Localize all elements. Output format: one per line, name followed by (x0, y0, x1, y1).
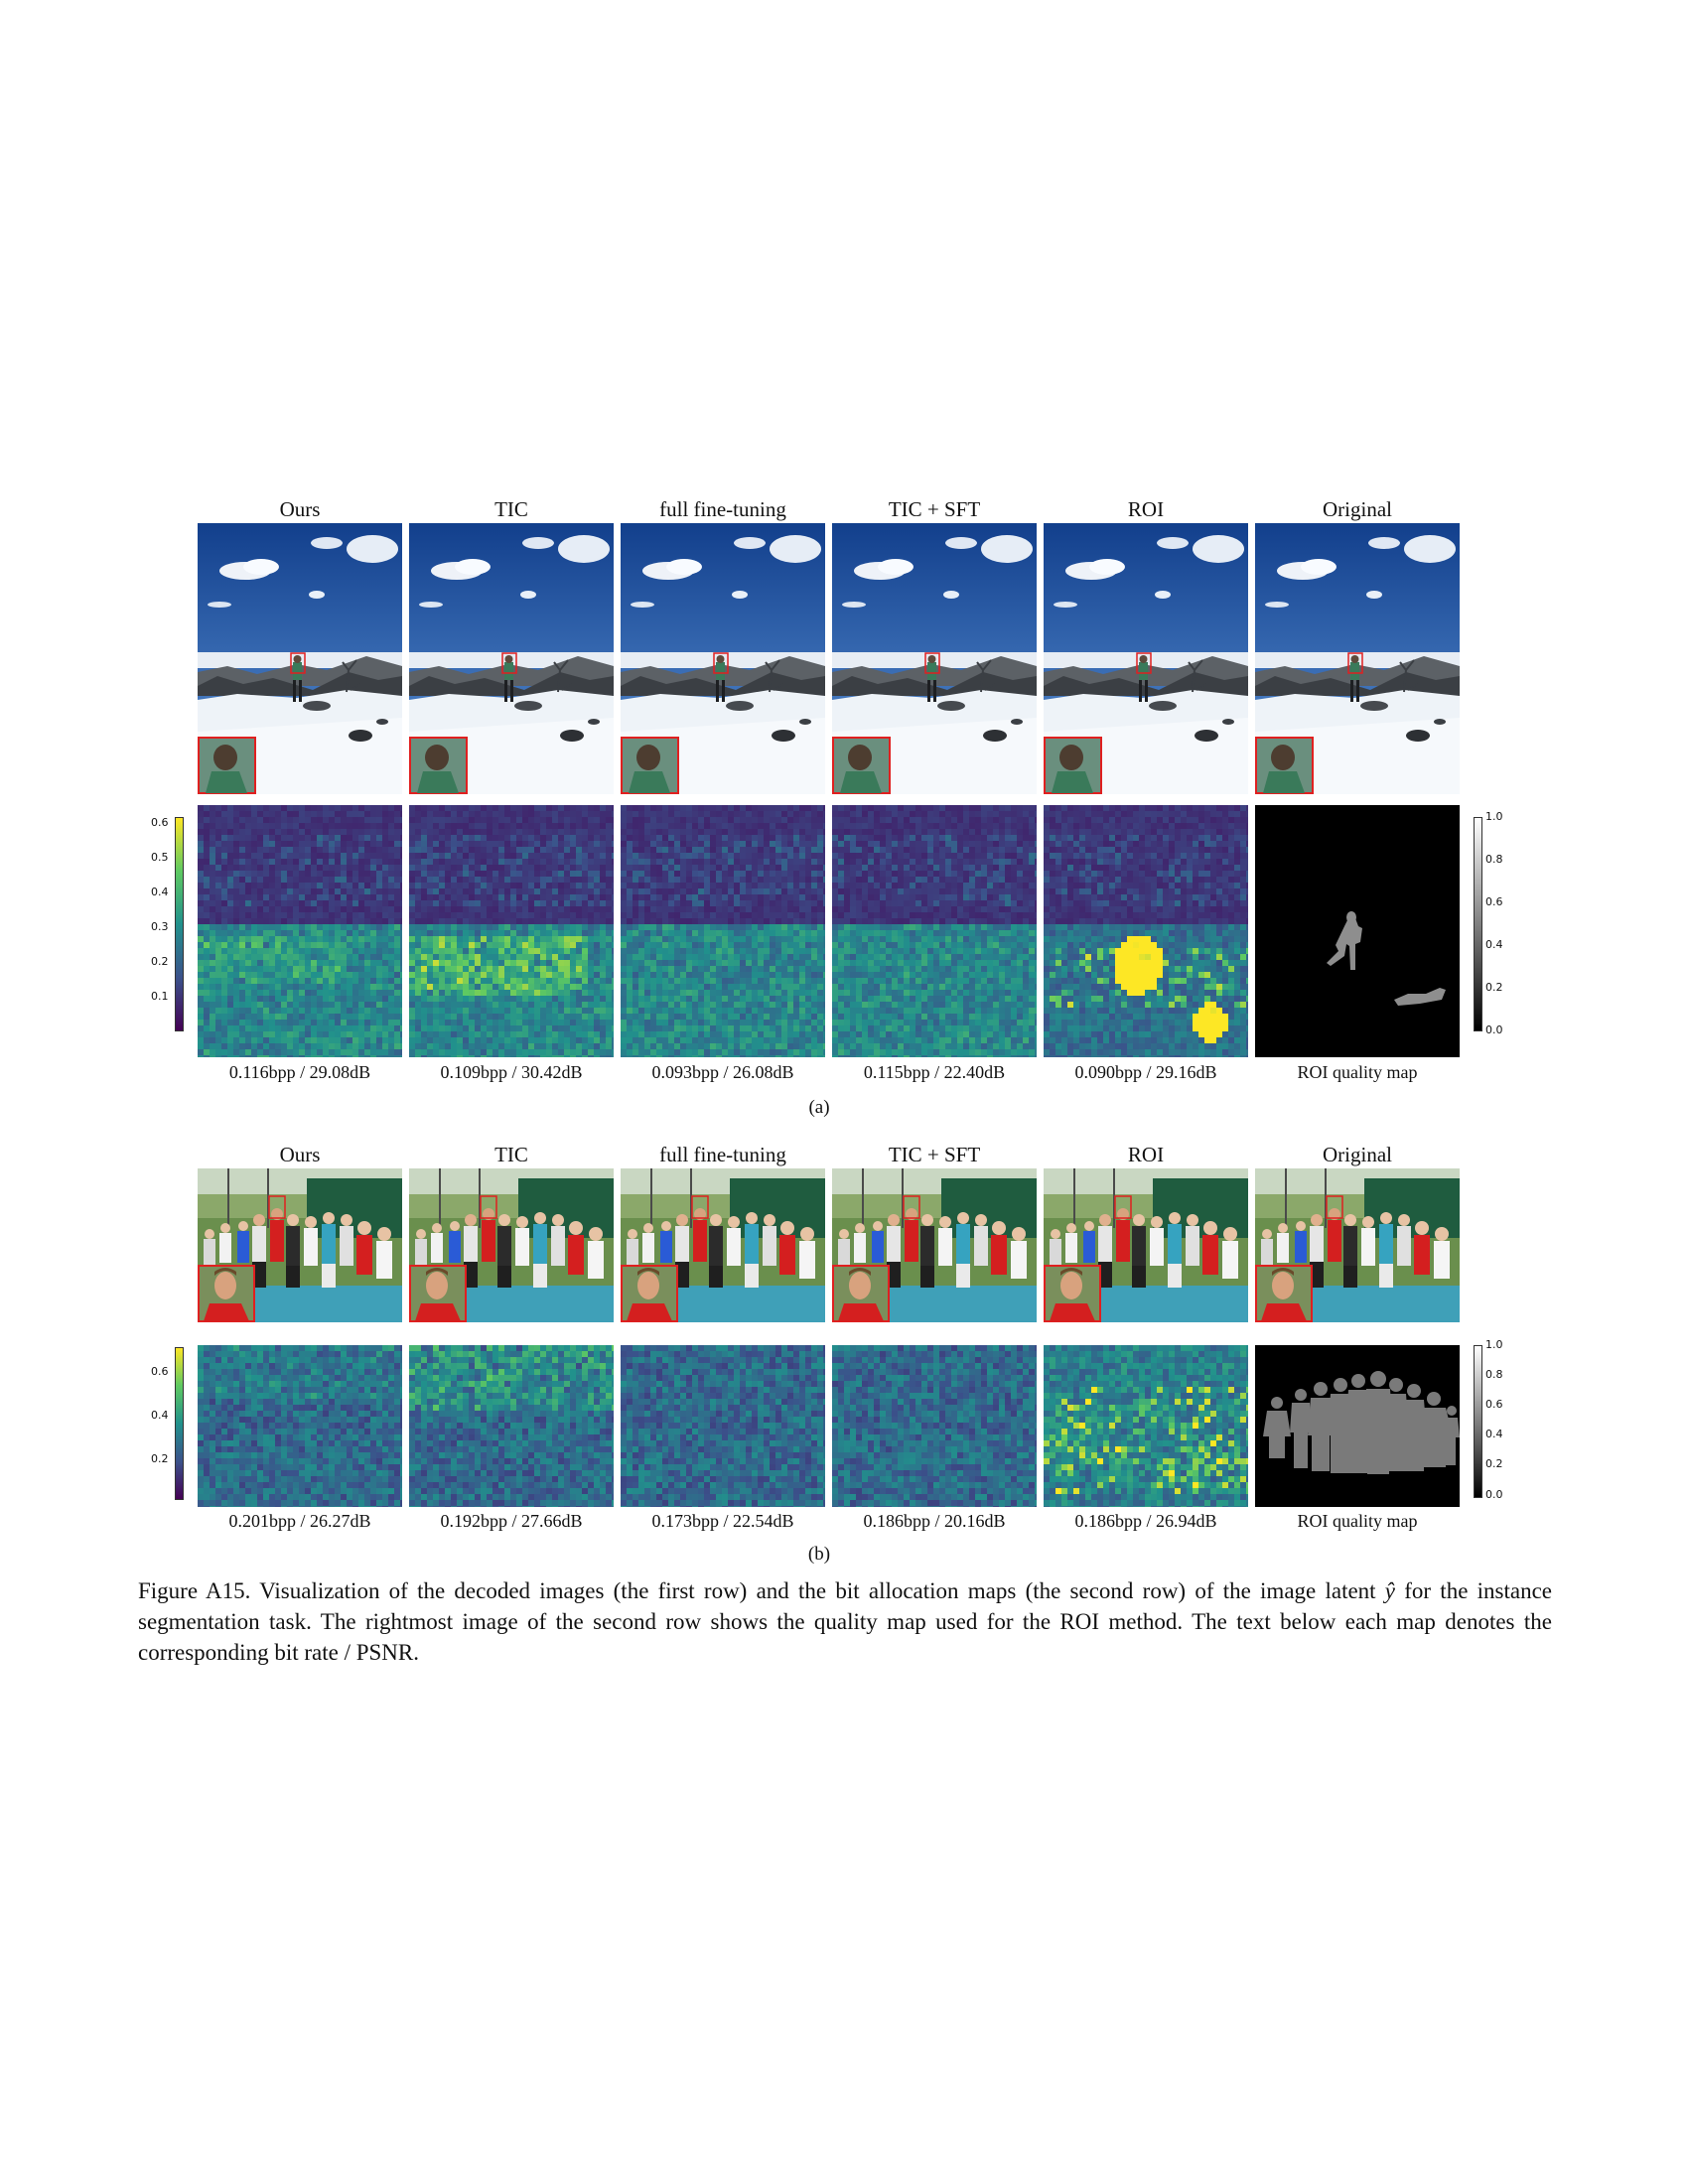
colorbar-grayscale-a (1474, 817, 1482, 1031)
metric-label-full-fine-tuning: 0.093bpp / 26.08dB (651, 1062, 794, 1082)
colorbar-tick: 1.0 (1485, 1338, 1503, 1351)
decoded-image-tic-sft (832, 523, 1037, 794)
decoded-image-ours (198, 523, 402, 794)
column-title-tic-sft: TIC + SFT (888, 497, 981, 521)
column-title-tic: TIC (494, 1143, 528, 1166)
column-title-roi: ROI (1127, 1143, 1165, 1166)
decoded-image-roi (1044, 523, 1248, 794)
column-title-tic-sft: TIC + SFT (888, 1143, 981, 1166)
metric-label-ours: 0.116bpp / 29.08dB (228, 1062, 371, 1082)
subfigure-label-a: (a) (808, 1097, 830, 1118)
metric-label-tic-sft: 0.186bpp / 20.16dB (863, 1511, 1006, 1531)
bit-allocation-map-ours (198, 805, 402, 1057)
decoded-image-original (1255, 523, 1460, 794)
colorbar-tick: 0.2 (1485, 1457, 1503, 1470)
column-title-ours: Ours (279, 1143, 321, 1166)
caption-text: for the instance segmentation task. The … (138, 1578, 1552, 1665)
column-title-ours: Ours (279, 497, 321, 521)
bit-allocation-map-full-fine-tuning (621, 805, 825, 1057)
decoded-image-original (1255, 1168, 1460, 1322)
colorbar-tick: 0.8 (1485, 1368, 1503, 1381)
colorbar-viridis-b (175, 1347, 184, 1500)
colorbar-tick: 0.6 (1485, 895, 1503, 908)
colorbar-tick: 0.5 (151, 851, 169, 864)
caption-symbol: ŷ (1384, 1578, 1396, 1603)
colorbar-tick: 0.1 (151, 990, 169, 1003)
colorbar-tick: 0.4 (151, 1409, 169, 1422)
subfigure-label-b: (b) (807, 1544, 831, 1565)
decoded-image-full-fine-tuning (621, 1168, 825, 1322)
colorbar-tick: 0.6 (1485, 1398, 1503, 1411)
colorbar-tick: 0.2 (151, 1452, 169, 1465)
caption-text: Figure A15. Visualization of the decoded… (138, 1578, 1385, 1603)
bit-allocation-map-tic-sft (832, 805, 1037, 1057)
bit-allocation-map-full-fine-tuning (621, 1345, 825, 1507)
figure-caption: Figure A15. Visualization of the decoded… (138, 1575, 1552, 1668)
column-title-tic: TIC (494, 497, 528, 521)
metric-label-tic: 0.192bpp / 27.66dB (440, 1511, 583, 1531)
metric-label-roi: 0.090bpp / 29.16dB (1074, 1062, 1217, 1082)
decoded-image-ours (198, 1168, 402, 1322)
colorbar-tick: 0.2 (1485, 981, 1503, 994)
colorbar-tick: 0.6 (151, 816, 169, 829)
metric-label-full-fine-tuning: 0.173bpp / 22.54dB (651, 1511, 794, 1531)
colorbar-tick: 0.0 (1485, 1024, 1503, 1036)
colorbar-tick: 0.3 (151, 920, 169, 933)
colorbar-grayscale-b (1474, 1345, 1482, 1498)
colorbar-tick: 0.6 (151, 1365, 169, 1378)
roi-quality-map-label: ROI quality map (1297, 1511, 1418, 1531)
decoded-image-tic (409, 1168, 614, 1322)
roi-quality-map-label: ROI quality map (1297, 1062, 1418, 1082)
column-title-full-fine-tuning: full fine-tuning (659, 497, 786, 521)
colorbar-viridis-a (175, 817, 184, 1031)
colorbar-tick: 0.8 (1485, 853, 1503, 866)
bit-allocation-map-tic (409, 1345, 614, 1507)
column-title-roi: ROI (1127, 497, 1165, 521)
colorbar-tick: 0.4 (1485, 938, 1503, 951)
roi-quality-map-b (1255, 1345, 1460, 1507)
bit-allocation-map-roi (1044, 805, 1248, 1057)
colorbar-tick: 0.4 (151, 886, 169, 898)
colorbar-tick: 0.4 (1485, 1428, 1503, 1440)
bit-allocation-map-tic (409, 805, 614, 1057)
roi-quality-map-a (1255, 805, 1460, 1057)
column-title-original: Original (1323, 1143, 1392, 1166)
metric-label-tic: 0.109bpp / 30.42dB (440, 1062, 583, 1082)
colorbar-tick: 0.0 (1485, 1488, 1503, 1501)
decoded-image-tic (409, 523, 614, 794)
colorbar-tick: 1.0 (1485, 810, 1503, 823)
colorbar-tick: 0.2 (151, 955, 169, 968)
decoded-image-tic-sft (832, 1168, 1037, 1322)
metric-label-tic-sft: 0.115bpp / 22.40dB (863, 1062, 1006, 1082)
metric-label-ours: 0.201bpp / 26.27dB (228, 1511, 371, 1531)
column-title-full-fine-tuning: full fine-tuning (659, 1143, 786, 1166)
bit-allocation-map-tic-sft (832, 1345, 1037, 1507)
bit-allocation-map-roi (1044, 1345, 1248, 1507)
bit-allocation-map-ours (198, 1345, 402, 1507)
decoded-image-full-fine-tuning (621, 523, 825, 794)
decoded-image-roi (1044, 1168, 1248, 1322)
metric-label-roi: 0.186bpp / 26.94dB (1074, 1511, 1217, 1531)
column-title-original: Original (1323, 497, 1392, 521)
